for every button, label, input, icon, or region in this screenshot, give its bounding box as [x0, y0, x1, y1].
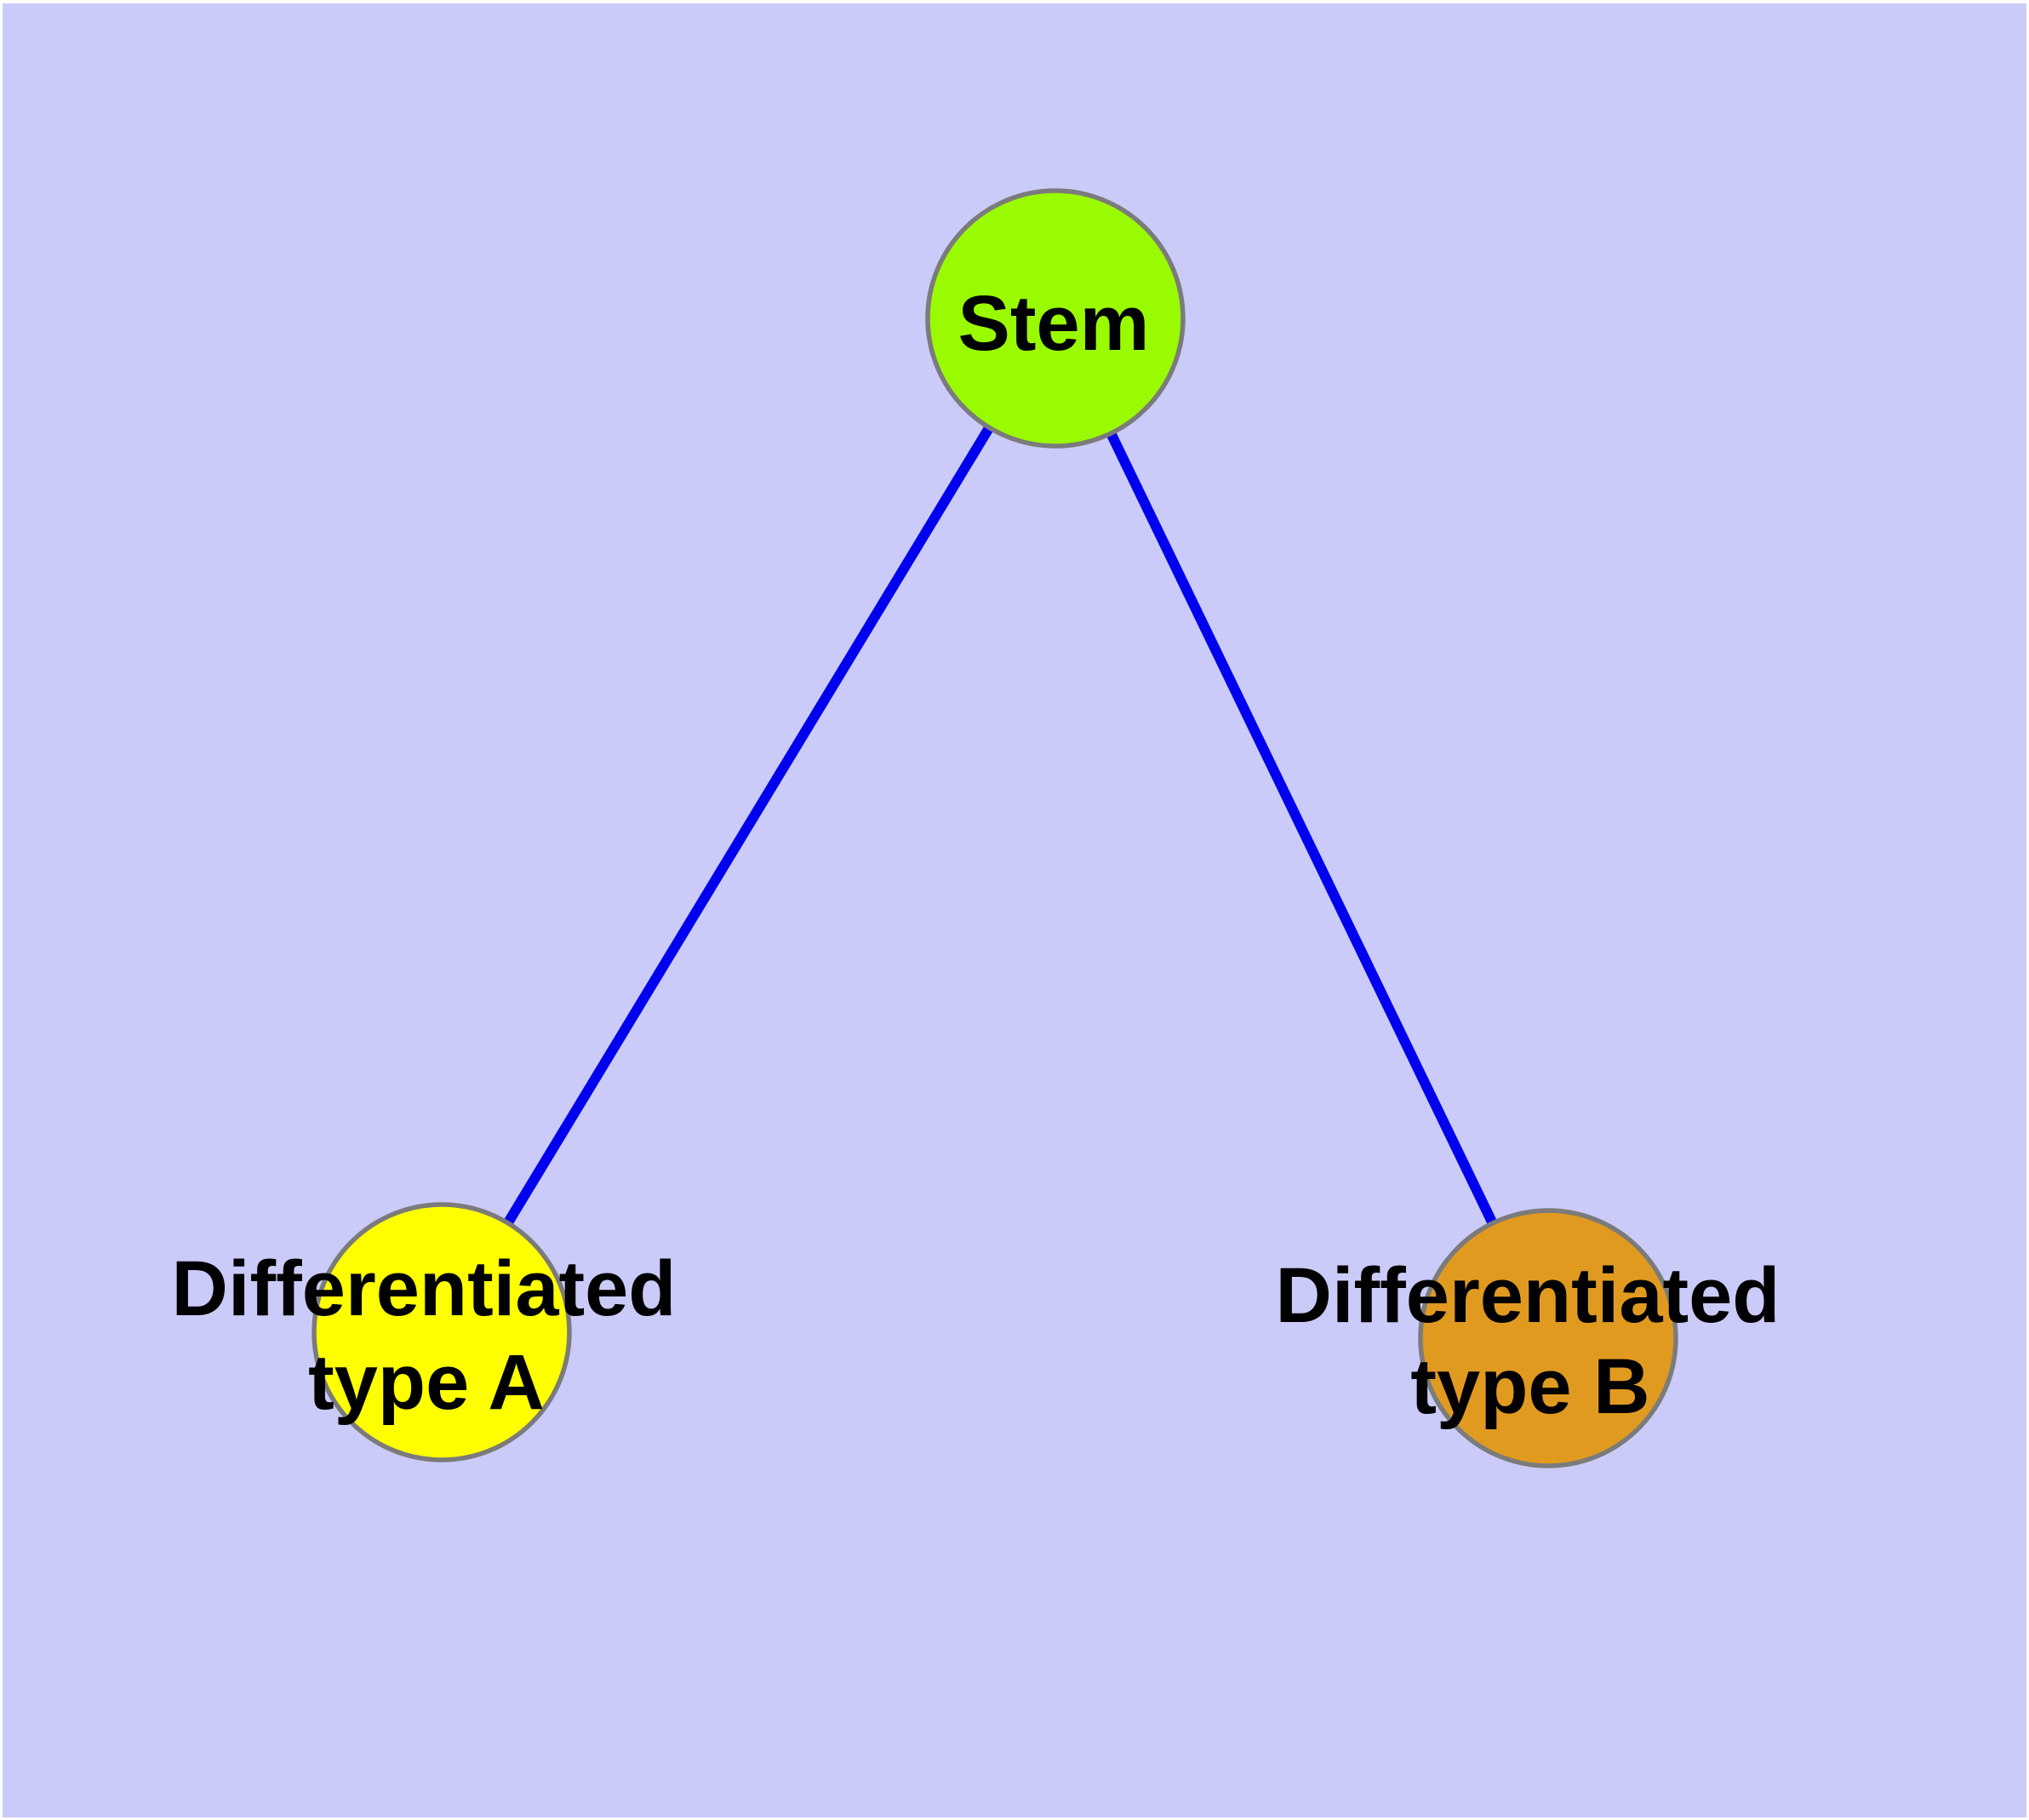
- node-differentiated-type-a: [311, 1202, 572, 1462]
- node-differentiated-type-b: [1418, 1208, 1678, 1468]
- node-type-b-label-line1: Differentiated: [1276, 1252, 1780, 1339]
- node-type-a-label-line1: Differentiated: [172, 1245, 677, 1332]
- edge-stem-to-type-b: [1050, 316, 1553, 1341]
- node-type-a-label-line2: type A: [308, 1339, 545, 1426]
- node-type-b-label-line2: type B: [1410, 1343, 1649, 1430]
- node-layer: [311, 188, 1678, 1468]
- edge-stem-to-type-a: [437, 315, 1060, 1336]
- node-stem: [925, 188, 1186, 449]
- node-stem-label: Stem: [958, 280, 1150, 367]
- edge-layer: [437, 315, 1553, 1341]
- label-layer: Stem Differentiated type A Differentiate…: [172, 280, 1780, 1430]
